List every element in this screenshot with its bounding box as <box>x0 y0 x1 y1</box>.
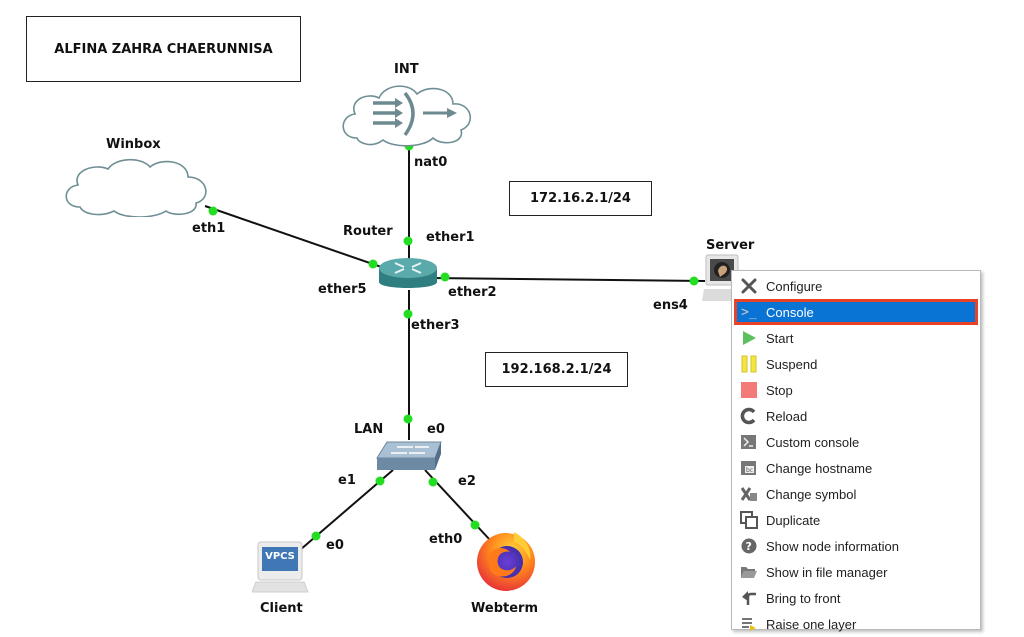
int-port-nat0-label: nat0 <box>414 155 448 170</box>
webterm-port-eth0-label: eth0 <box>429 532 463 547</box>
menu-item-configure[interactable]: Configure <box>734 273 978 299</box>
server-port-ens4-label: ens4 <box>653 298 688 313</box>
port-status-ens4 <box>689 276 699 286</box>
menu-item-duplicate[interactable]: Duplicate <box>734 507 978 533</box>
port-status-lan-e0 <box>403 414 413 424</box>
port-status-lan-e2 <box>428 477 438 487</box>
router-node[interactable] <box>377 256 439 296</box>
router-icon <box>379 258 437 288</box>
raise-layer-icon <box>740 615 758 633</box>
port-status-ether2 <box>440 272 450 282</box>
menu-item-label: Change symbol <box>766 486 857 502</box>
lan-port-e1-label: e1 <box>338 473 356 488</box>
menu-item-label: Console <box>766 304 814 320</box>
wan-ip-note[interactable]: 172.16.2.1/24 <box>509 181 652 216</box>
webterm-node[interactable] <box>474 528 538 592</box>
nat-cloud-icon <box>342 85 472 147</box>
menu-item-stop[interactable]: Stop <box>734 377 978 403</box>
port-status-ether5 <box>368 259 378 269</box>
stop-icon <box>740 381 758 399</box>
menu-item-change-symbol[interactable]: Change symbol <box>734 481 978 507</box>
menu-item-label: Bring to front <box>766 590 841 606</box>
port-status-ether3 <box>403 309 413 319</box>
vpcs-icon <box>251 541 309 593</box>
qemu-vm-icon <box>702 254 742 301</box>
reload-icon <box>740 407 758 425</box>
menu-item-label: Start <box>766 330 794 346</box>
menu-item-reload[interactable]: Reload <box>734 403 978 429</box>
menu-item-label: Stop <box>766 382 793 398</box>
server-node-label[interactable]: Server <box>706 238 755 253</box>
menu-item-show-node-information[interactable]: ? Show node information <box>734 533 978 559</box>
menu-item-change-hostname[interactable]: bc Change hostname <box>734 455 978 481</box>
menu-item-show-in-file-manager[interactable]: Show in file manager <box>734 559 978 585</box>
bring-front-icon <box>740 589 758 607</box>
node-context-menu: Configure >_ Console Start Suspend Stop … <box>731 270 981 632</box>
menu-item-custom-console[interactable]: Custom console <box>734 429 978 455</box>
port-status-client-e0 <box>311 531 321 541</box>
menu-item-label: Reload <box>766 408 808 424</box>
menu-item-bring-to-front[interactable]: Bring to front <box>734 585 978 611</box>
svg-text:?: ? <box>746 540 752 553</box>
port-status-webterm-eth0 <box>470 520 480 530</box>
router-port-ether3-label: ether3 <box>411 318 460 333</box>
firefox-icon <box>477 532 535 591</box>
lan-port-e0-label: e0 <box>427 422 445 437</box>
winbox-port-eth1-label: eth1 <box>192 221 226 236</box>
menu-item-label: Change hostname <box>766 460 873 476</box>
menu-item-label: Show in file manager <box>766 564 888 580</box>
winbox-node[interactable] <box>62 155 212 218</box>
menu-item-start[interactable]: Start <box>734 325 978 351</box>
lan-switch-node[interactable] <box>375 440 443 472</box>
router-port-ether5-label: ether5 <box>318 282 367 297</box>
change-symbol-icon <box>740 485 758 503</box>
play-icon <box>740 329 758 347</box>
webterm-node-label[interactable]: Webterm <box>471 601 538 616</box>
router-port-ether2-label: ether2 <box>448 285 497 300</box>
menu-item-label: Show node information <box>766 538 899 554</box>
lan-port-e2-label: e2 <box>458 474 476 489</box>
port-status-eth1 <box>208 206 218 216</box>
wrench-screwdriver-icon <box>740 277 758 295</box>
menu-item-label: Duplicate <box>766 512 821 528</box>
help-circle-icon: ? <box>740 537 758 555</box>
int-node-label[interactable]: INT <box>394 62 419 77</box>
menu-item-suspend[interactable]: Suspend <box>734 351 978 377</box>
int-node[interactable] <box>337 78 479 148</box>
server-node[interactable] <box>702 253 742 303</box>
pause-icon <box>740 355 758 373</box>
port-status-ether1 <box>403 236 413 246</box>
menu-item-raise-one-layer[interactable]: Raise one layer <box>734 611 978 637</box>
menu-item-console[interactable]: >_ Console <box>734 299 978 325</box>
link-router-server[interactable] <box>429 277 706 282</box>
svg-text:bc: bc <box>746 467 753 474</box>
menu-item-label: Suspend <box>766 356 818 372</box>
client-node[interactable]: VPCS <box>251 540 310 595</box>
change-hostname-icon: bc <box>740 459 758 477</box>
menu-item-label: Raise one layer <box>766 616 857 632</box>
client-node-label[interactable]: Client <box>260 601 303 616</box>
cloud-icon <box>65 158 207 218</box>
duplicate-icon <box>740 511 758 529</box>
router-port-ether1-label: ether1 <box>426 230 475 245</box>
menu-item-label: Custom console <box>766 434 860 450</box>
router-node-label[interactable]: Router <box>343 224 393 239</box>
folder-open-icon <box>740 563 758 581</box>
lan-node-label[interactable]: LAN <box>354 422 384 437</box>
client-port-e0-label: e0 <box>326 538 344 553</box>
port-status-lan-e1 <box>375 476 385 486</box>
lan-ip-note[interactable]: 192.168.2.1/24 <box>485 352 628 387</box>
vpcs-badge: VPCS <box>265 551 295 562</box>
custom-console-icon <box>740 433 758 451</box>
link-winbox-router[interactable] <box>204 205 391 271</box>
winbox-node-label[interactable]: Winbox <box>106 137 161 152</box>
author-note[interactable]: ALFINA ZAHRA CHAERUNNISA <box>26 16 301 82</box>
terminal-prompt-icon: >_ <box>741 304 757 320</box>
ethernet-switch-icon <box>376 441 442 470</box>
menu-item-label: Configure <box>766 278 823 294</box>
